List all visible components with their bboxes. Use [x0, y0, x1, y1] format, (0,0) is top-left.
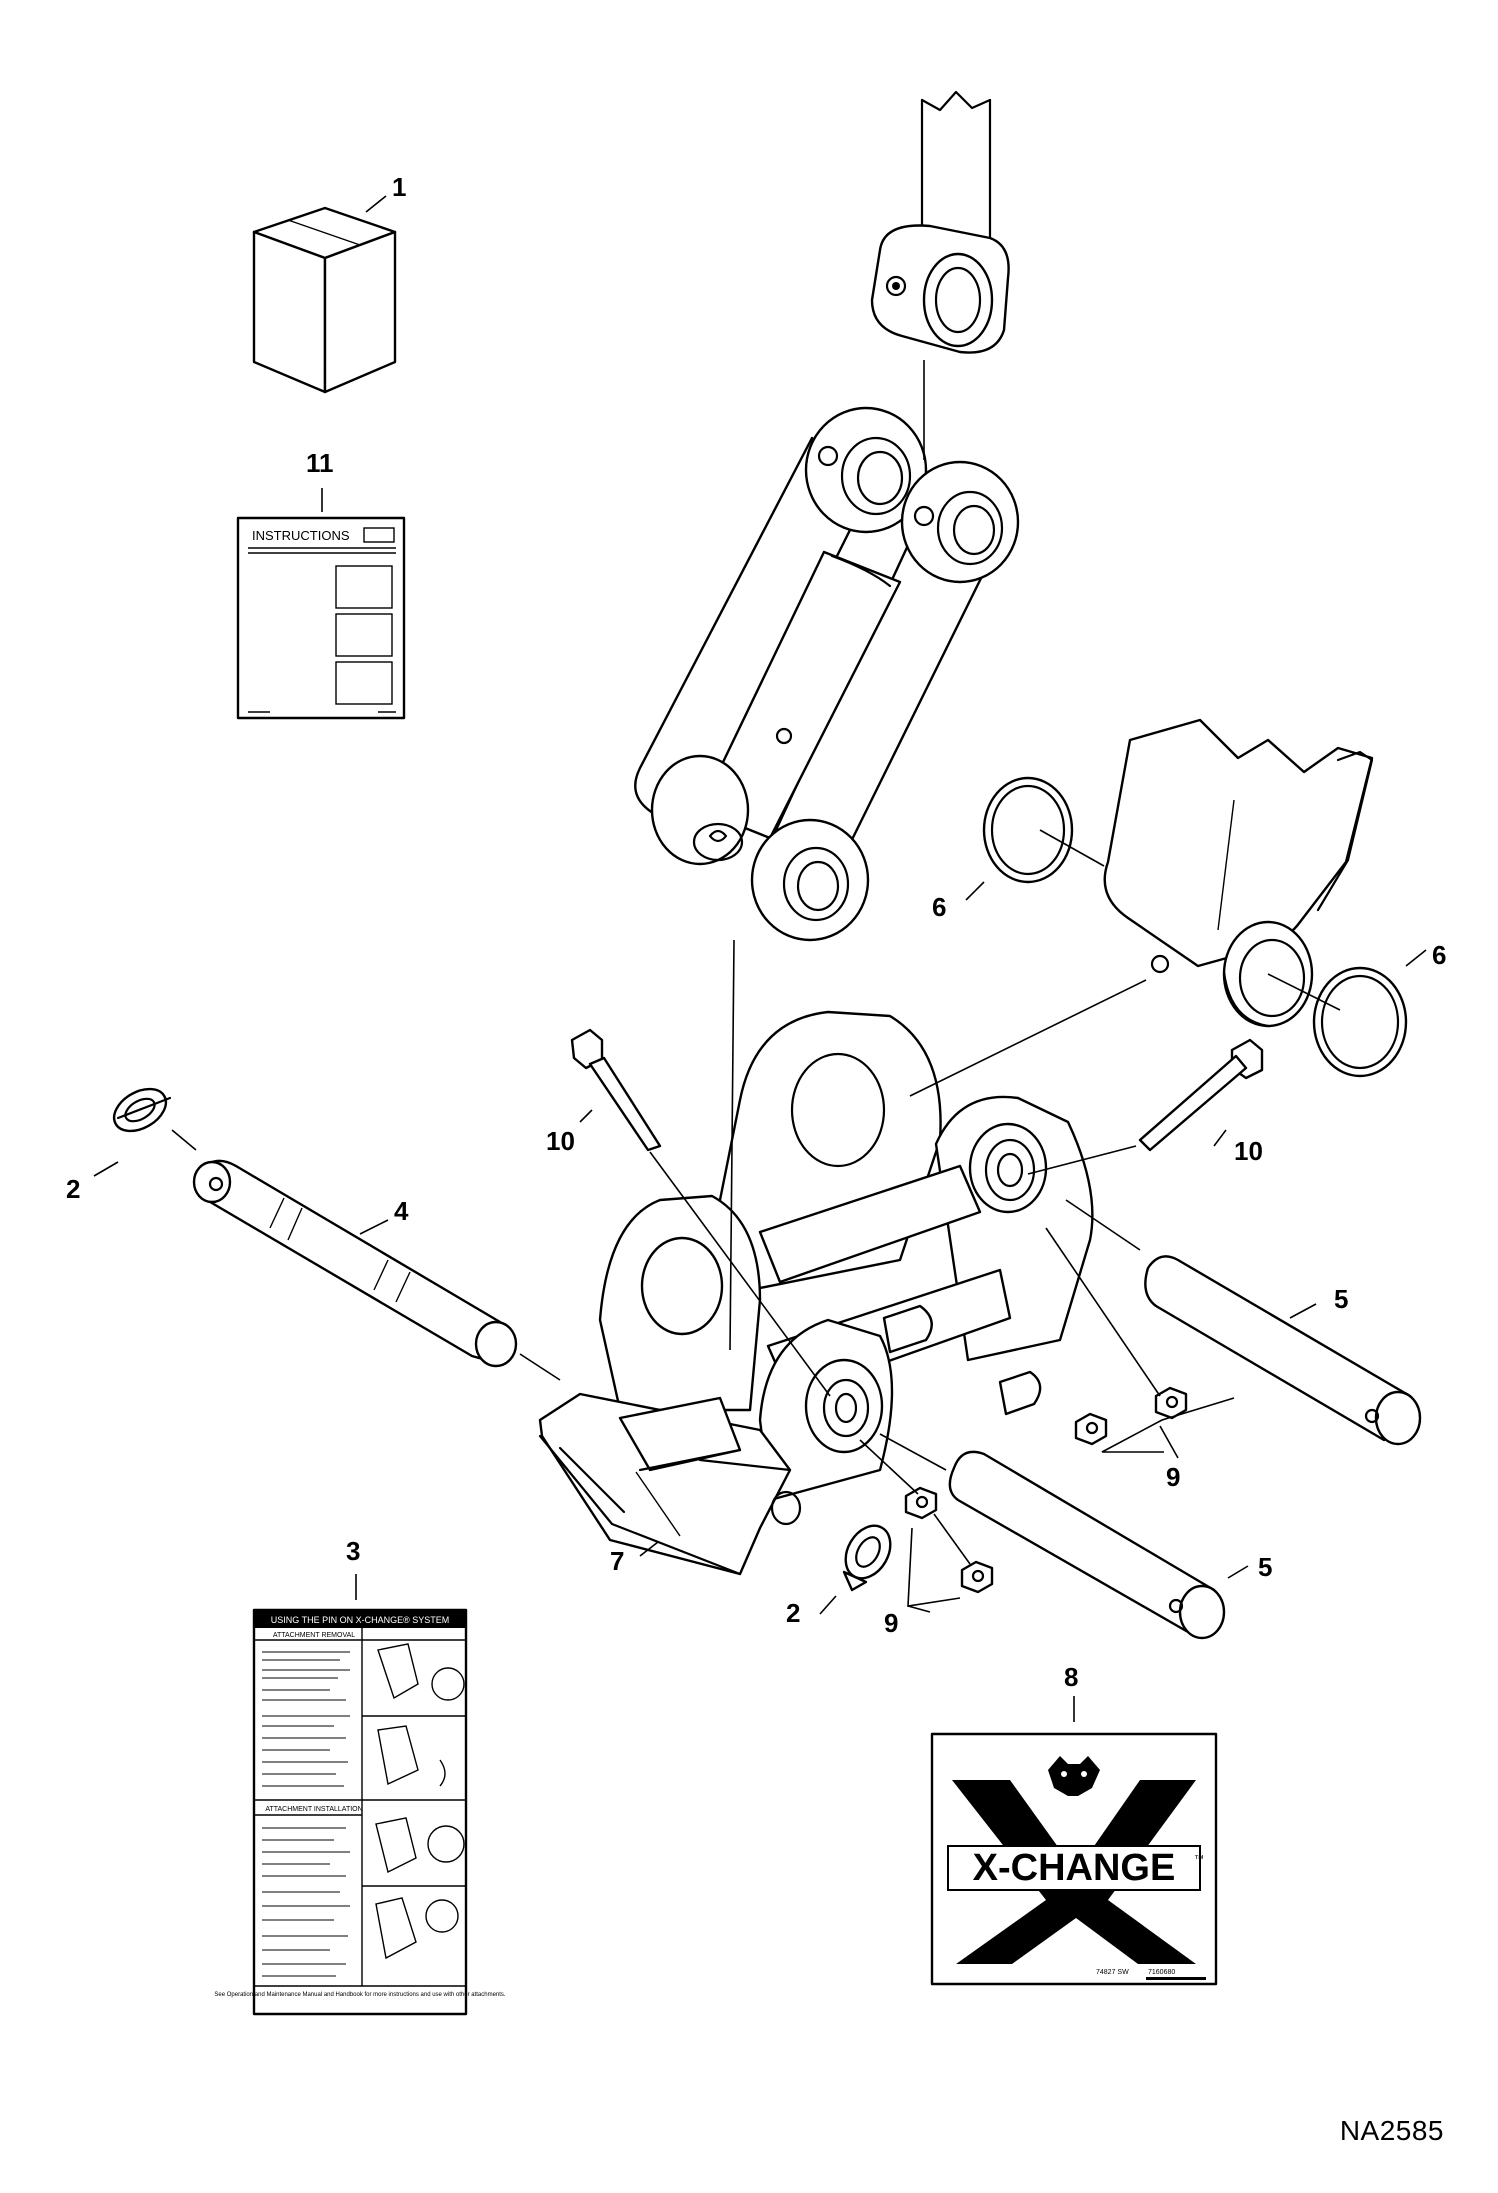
kit-box — [252, 206, 397, 394]
callout-1: 1 — [392, 172, 406, 202]
decal-3-illustrations — [375, 1643, 465, 1960]
decal-3-footer: See Operation and Maintenance Manual and… — [214, 1992, 506, 1998]
shim-left — [982, 776, 1074, 884]
callout-2-lower: 2 — [786, 1598, 800, 1628]
callout-4: 4 — [394, 1196, 409, 1226]
pivot-pin-5-upper — [1144, 1255, 1422, 1446]
decal-8-code-left: 74827 SW — [1096, 1969, 1129, 1976]
callout-11: 11 — [306, 448, 334, 478]
pivot-pin-4 — [192, 1159, 518, 1368]
x-change-coupler — [538, 1010, 1094, 1576]
callout-10-left: 10 — [546, 1126, 575, 1156]
callout-10-right: 10 — [1234, 1136, 1263, 1166]
callout-3: 3 — [346, 1536, 360, 1566]
callout-9-lower: 9 — [884, 1608, 898, 1638]
shim-right — [1312, 966, 1408, 1078]
decal-pin-on-x-change: USING THE PIN ON X-CHANGE® SYSTEM ATTACH… — [214, 1608, 506, 2016]
instructions-heading: INSTRUCTIONS — [252, 528, 350, 543]
retainer-pin-left — [112, 1087, 172, 1133]
x-change-trademark: ™ — [1194, 1854, 1204, 1865]
nut-upper-b — [1074, 1412, 1108, 1446]
bolt-left — [570, 1028, 662, 1152]
decal-x-change-logo: X-CHANGE ™ 74827 SW 7160680 — [930, 1732, 1218, 1986]
nut-upper-a — [1154, 1386, 1188, 1420]
bolt-right — [1138, 1038, 1264, 1152]
callout-2-left: 2 — [66, 1174, 80, 1204]
cylinder-rod-end — [870, 90, 1010, 354]
decal-3-title: USING THE PIN ON X-CHANGE® SYSTEM — [271, 1615, 450, 1625]
retainer-pin-lower — [842, 1524, 892, 1592]
callout-8: 8 — [1064, 1662, 1078, 1692]
bobcat-head-icon — [1048, 1756, 1100, 1796]
instructions-card: INSTRUCTIONS — [236, 516, 406, 720]
pivot-pin-5-lower — [948, 1450, 1226, 1640]
callout-leaders — [93, 195, 1427, 1722]
assembly-leaders — [171, 360, 1341, 1565]
decal-3-installation-heading: ATTACHMENT INSTALLATION — [265, 1806, 362, 1813]
callout-6-left: 6 — [932, 892, 946, 922]
document-number: NA2585 — [1339, 2115, 1444, 2146]
callout-9-upper: 9 — [1166, 1462, 1180, 1492]
nut-lower-b — [960, 1560, 994, 1594]
callout-5-lower: 5 — [1258, 1552, 1272, 1582]
callout-numbers: 1 11 2 4 10 10 6 6 5 5 9 9 7 2 3 8 — [66, 172, 1446, 1692]
callout-6-right: 6 — [1432, 940, 1446, 970]
h-link — [634, 406, 1020, 942]
x-change-logo-text: X-CHANGE — [973, 1847, 1176, 1889]
nut-lower-a — [904, 1486, 938, 1520]
callout-7: 7 — [610, 1546, 624, 1576]
callout-5-upper: 5 — [1334, 1284, 1348, 1314]
decal-8-code-right: 7160680 — [1148, 1969, 1175, 1976]
decal-3-removal-heading: ATTACHMENT REMOVAL — [273, 1632, 355, 1639]
